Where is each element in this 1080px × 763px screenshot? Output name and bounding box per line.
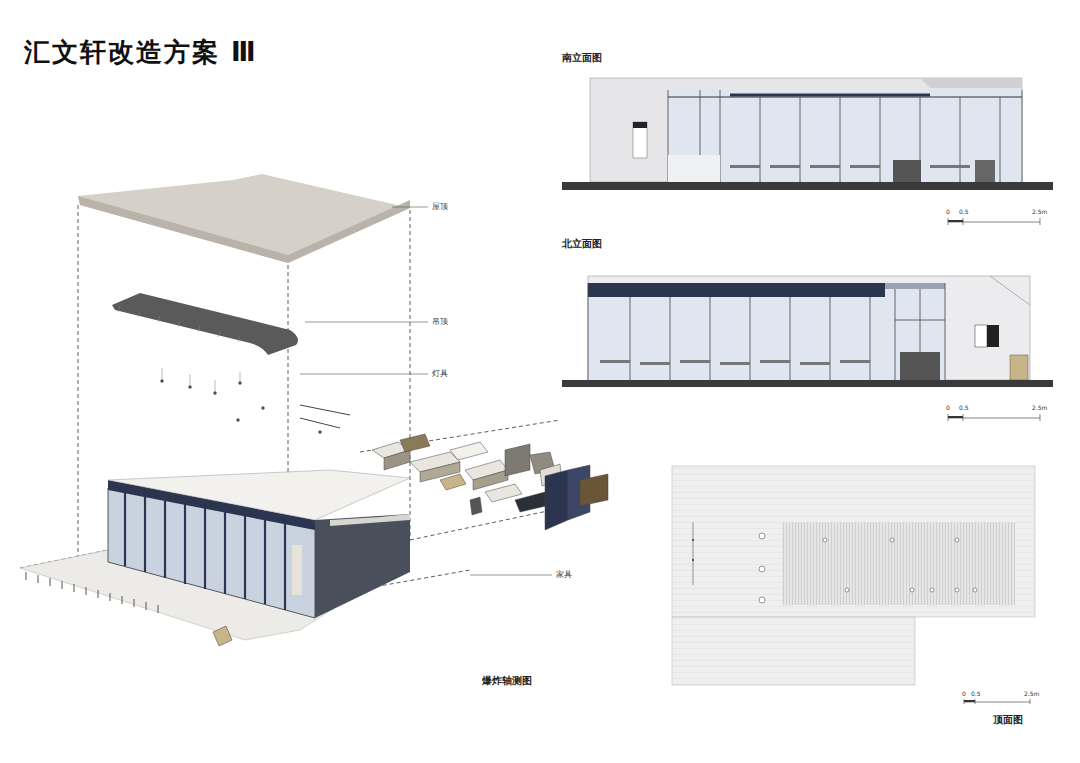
drawing-caption: 北立面图 — [562, 238, 602, 249]
scale-number: 0 — [962, 691, 966, 698]
scale-number: 0 — [946, 405, 950, 412]
scale-number: 2.5m — [1032, 209, 1047, 216]
part-label: 屋顶 — [431, 203, 449, 212]
part-label: 灯具 — [431, 370, 449, 379]
drawing-caption: 南立面图 — [562, 52, 602, 63]
part-label: 家具 — [555, 571, 573, 580]
scale-number: 0.5 — [971, 691, 981, 698]
drawing-caption: 顶面图 — [993, 714, 1023, 725]
board-title: 汇文轩改造方案 Ⅲ — [24, 38, 258, 67]
scale-number: 0.5 — [959, 405, 969, 412]
scale-number: 2.5m — [1032, 405, 1047, 412]
scale-number: 2.5m — [1024, 691, 1039, 698]
scale-number: 0.5 — [959, 209, 969, 216]
scale-number: 0 — [946, 209, 950, 216]
drawing-caption: 爆炸轴测图 — [482, 675, 532, 686]
part-label: 吊顶 — [431, 318, 449, 327]
